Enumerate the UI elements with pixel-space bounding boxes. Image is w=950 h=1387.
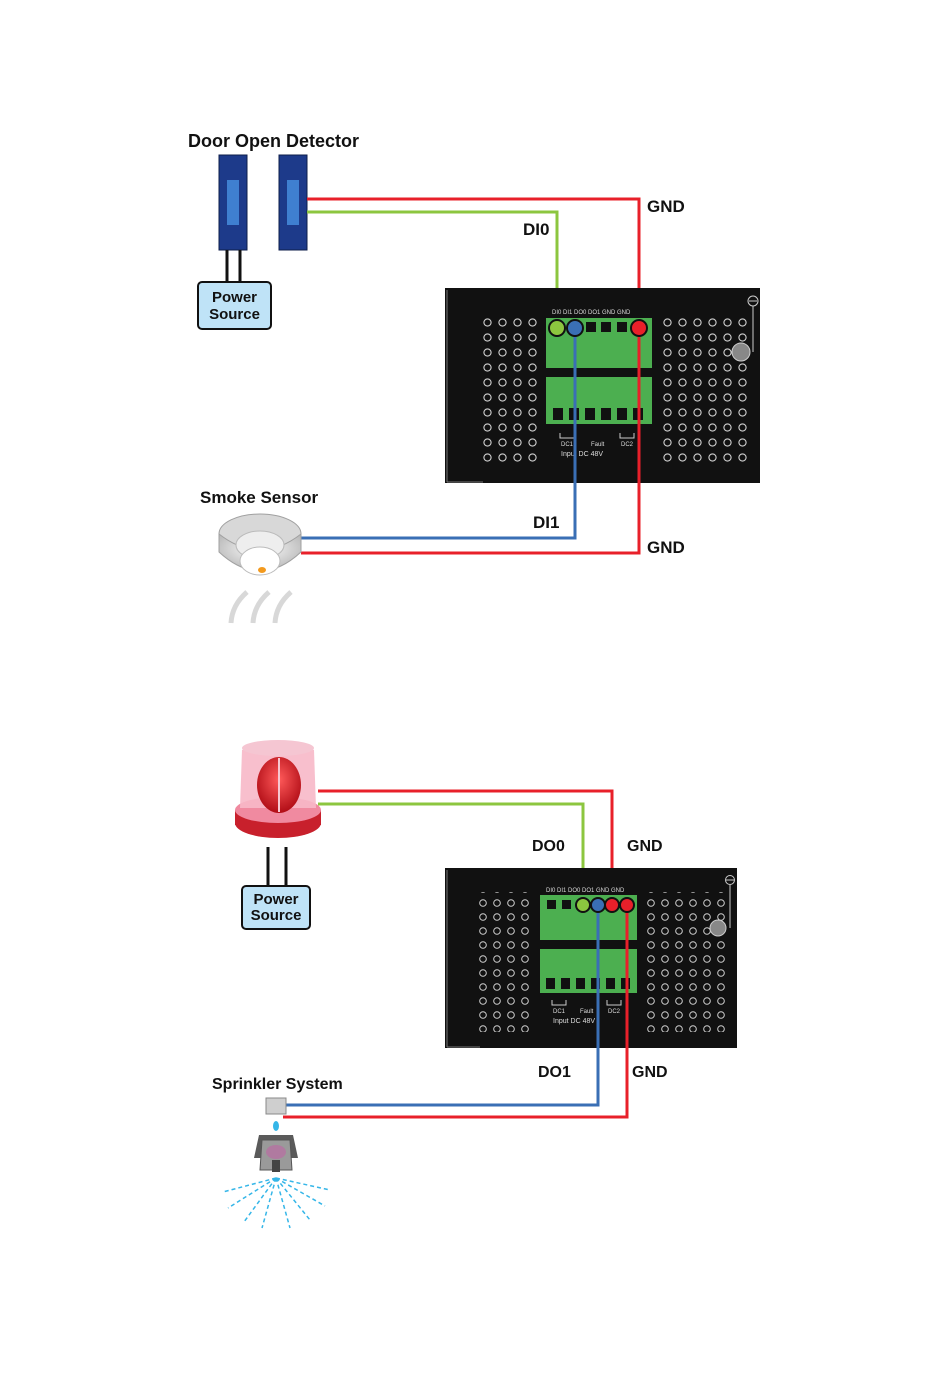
sprinkler-label: Sprinkler System [212,1076,343,1093]
gnd-label-bottom-top: GND [627,838,663,855]
smoke-sensor-label: Smoke Sensor [200,488,318,507]
input-label-bottom: Input DC 48V [553,1018,595,1025]
do1-label: DO1 [538,1064,571,1081]
fault-label-top: Fault [591,442,605,448]
door-sensor-icon [219,155,307,282]
terminal-labels-top: DI0 DI1 DO0 DO1 GND GND [552,310,631,316]
gnd-label-top: GND [647,197,685,216]
terminal-labels-bottom: DI0 DI1 DO0 DO1 GND GND [546,888,625,894]
top-diagram: Door Open Detector Power Source GND DI0 [188,131,760,623]
di1-label: DI1 [533,513,559,532]
power-label: Power [212,289,257,306]
smoke-sensor-icon [219,514,301,623]
source-label: Source [209,306,260,323]
input-label-top: Input DC 48V [561,451,603,458]
terminal-di0 [549,320,565,336]
dc2-label-bottom: DC2 [608,1009,621,1015]
terminal-do0 [576,898,590,912]
dc1-label-bottom: DC1 [553,1009,566,1015]
power-source-box-top: Power Source [198,282,271,329]
power-source-box-bottom: Power Source [242,886,310,929]
fault-label-bottom: Fault [580,1009,594,1015]
terminal-gnd-b [620,898,634,912]
source-label-bottom: Source [251,907,302,924]
dc1-label-top: DC1 [561,442,574,448]
gnd-label-bottom-2: GND [632,1064,668,1081]
dc2-label-top: DC2 [621,442,634,448]
terminal-gnd-a [605,898,619,912]
di0-label: DI0 [523,220,549,239]
door-detector-title: Door Open Detector [188,131,359,151]
bottom-diagram: Power Source DO0 GND DI0 DI1 DO0 DO1 GND… [212,740,737,1228]
gnd-label-bottom: GND [647,538,685,557]
terminal-do1 [591,898,605,912]
do0-label: DO0 [532,838,565,855]
power-label-bottom: Power [253,891,298,908]
device-panel-top: DI0 DI1 DO0 DO1 GND GND DC1 Fault DC2 In… [445,288,760,483]
terminal-di1 [567,320,583,336]
terminal-gnd-top [631,320,647,336]
device-panel-bottom: DI0 DI1 DO0 DO1 GND GND DC1 Fault DC2 In… [445,868,737,1048]
alarm-light-icon [235,740,321,886]
